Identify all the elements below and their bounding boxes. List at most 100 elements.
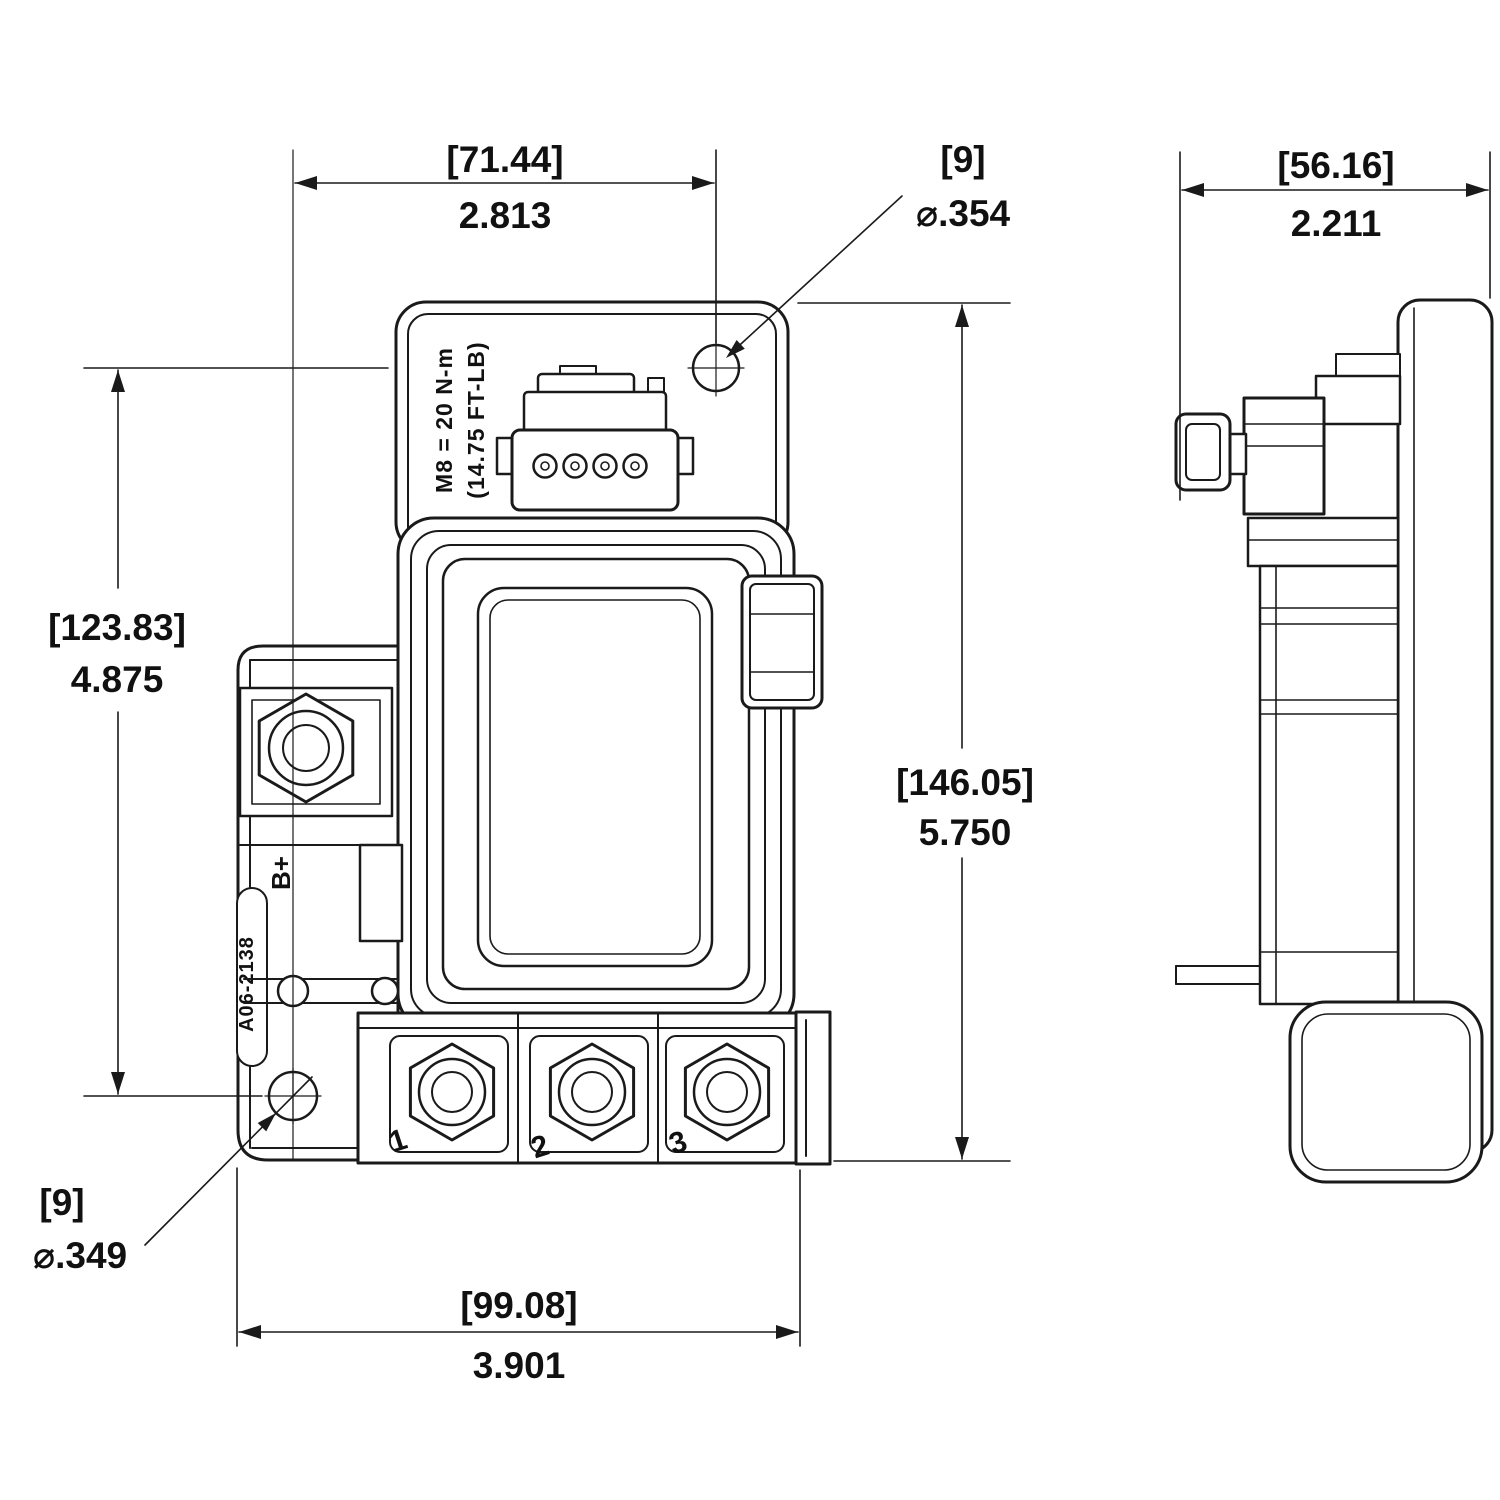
side-foot-inner xyxy=(1301,1013,1471,1171)
arrowhead xyxy=(776,1325,798,1339)
arrowhead xyxy=(111,1072,125,1094)
dim-bottom-hole-qty: [9] xyxy=(39,1182,84,1223)
right-lower-tab xyxy=(794,1010,832,1166)
connector-pin-1 xyxy=(532,453,558,479)
arrowhead xyxy=(295,176,317,190)
stud-3-stud xyxy=(706,1071,748,1113)
stud-3-washer xyxy=(692,1057,762,1127)
right-lower-tab-outline xyxy=(794,1010,832,1166)
dim-side-width: [56.16] 2.211 xyxy=(1179,145,1491,501)
arrowhead xyxy=(726,340,745,358)
side-view xyxy=(1174,298,1494,1184)
b-plus-stud xyxy=(282,724,330,772)
dim-bottom-hole-leader xyxy=(144,1076,313,1246)
right-upper-tab xyxy=(740,574,824,710)
arrowhead xyxy=(1466,183,1488,197)
side-foot-outline xyxy=(1288,1000,1484,1184)
dim-bottom-width-mm: [99.08] xyxy=(460,1285,577,1326)
side-top-step xyxy=(1314,353,1402,426)
retaining-pin xyxy=(243,974,400,1008)
stud-terminal-2 xyxy=(529,1035,649,1153)
connector-pin-2-center xyxy=(570,461,580,471)
side-connector-knob xyxy=(1174,412,1232,492)
right-upper-tab-inner xyxy=(749,583,815,701)
b-plus-hex-nut xyxy=(257,692,355,804)
right-upper-tab-outline xyxy=(740,574,824,710)
part-number-text: A06-2138 xyxy=(236,936,258,1032)
pin-end xyxy=(370,976,400,1006)
torque-label-line2: (14.75 FT-LB) xyxy=(463,341,489,498)
side-pin xyxy=(1175,965,1261,985)
stud-1-washer xyxy=(417,1057,487,1127)
dim-left-height: [123.83] 4.875 xyxy=(48,367,389,1097)
cover-panel-inner xyxy=(489,599,701,955)
side-top-step-outline xyxy=(1314,374,1402,426)
arrowhead xyxy=(1182,183,1204,197)
dim-top-width: [71.44] 2.813 xyxy=(294,139,717,344)
dim-overall-height: [146.05] 5.750 xyxy=(797,302,1034,1162)
arrowhead xyxy=(111,370,125,392)
connector-pin-4-center xyxy=(630,461,640,471)
left-clip xyxy=(358,843,404,943)
dim-top-hole-dia: ⌀.354 xyxy=(916,193,1011,234)
dim-side-width-mm: [56.16] xyxy=(1277,145,1394,186)
dim-left-height-in: 4.875 xyxy=(71,659,164,700)
connector-pin-3 xyxy=(592,453,618,479)
side-connector xyxy=(1174,396,1326,516)
side-connector-body xyxy=(1242,396,1326,516)
cover-panel xyxy=(476,586,714,968)
connector-pin-3-center xyxy=(600,461,610,471)
stud-2-hex-nut xyxy=(548,1042,636,1142)
dim-bottom-hole: [9] ⌀.349 xyxy=(33,1076,313,1276)
arrowhead xyxy=(955,305,969,327)
stud-terminal-1 xyxy=(389,1035,509,1153)
connector-pin-2 xyxy=(562,453,588,479)
dim-top-width-mm: [71.44] xyxy=(446,139,563,180)
stud-1-hex-nut xyxy=(408,1042,496,1142)
dim-overall-height-in: 5.750 xyxy=(919,812,1012,853)
b-plus-label: B+ xyxy=(266,856,296,890)
stud-2-boss xyxy=(529,1035,649,1153)
stud-2-stud xyxy=(571,1071,613,1113)
cover-outline xyxy=(441,557,751,991)
dim-left-height-mm: [123.83] xyxy=(48,607,186,648)
side-flange xyxy=(1246,516,1400,568)
part-number-stamp-outline xyxy=(236,887,268,1067)
dim-overall-height-mm: [146.05] xyxy=(896,762,1034,803)
dim-top-hole-qty: [9] xyxy=(940,139,985,180)
part-number-stamp: A06-2138 xyxy=(236,887,268,1067)
connector-pin-1-center xyxy=(540,461,550,471)
connector xyxy=(495,365,695,512)
side-top-step-small xyxy=(1335,353,1401,379)
main-body xyxy=(396,516,796,1032)
arrowhead xyxy=(257,1113,276,1132)
arrowhead xyxy=(239,1325,261,1339)
connector-pin-4 xyxy=(622,453,648,479)
stud-terminal-3 xyxy=(665,1035,785,1153)
side-connector-knob-inner xyxy=(1185,423,1221,481)
bottom-terminal-block: 1 2 3 xyxy=(356,1011,800,1165)
front-view: M8 = 20 N-m (14.75 FT-LB) xyxy=(236,149,832,1166)
dim-bottom-width: [99.08] 3.901 xyxy=(236,1167,801,1386)
body-inner-2 xyxy=(426,544,766,1004)
dim-bottom-hole-dia: ⌀.349 xyxy=(33,1235,127,1276)
dim-side-width-in: 2.211 xyxy=(1291,203,1382,244)
side-body-outline xyxy=(1258,564,1400,1006)
stud-3-hex-nut xyxy=(683,1042,771,1142)
stud-2-washer xyxy=(557,1057,627,1127)
arrowhead xyxy=(955,1137,969,1159)
stud-3-boss xyxy=(665,1035,785,1153)
dim-top-hole-leader xyxy=(729,195,903,355)
side-foot xyxy=(1288,1000,1484,1184)
side-mid-body xyxy=(1246,516,1400,1006)
torque-label-line1: M8 = 20 N-m xyxy=(431,347,457,493)
b-plus-washer xyxy=(267,709,345,787)
dim-top-width-in: 2.813 xyxy=(459,195,552,236)
dim-bottom-width-in: 3.901 xyxy=(473,1345,566,1386)
stud-1-boss xyxy=(389,1035,509,1153)
arrowhead xyxy=(692,176,714,190)
stud-1-stud xyxy=(431,1071,473,1113)
b-plus-terminal xyxy=(238,686,394,818)
